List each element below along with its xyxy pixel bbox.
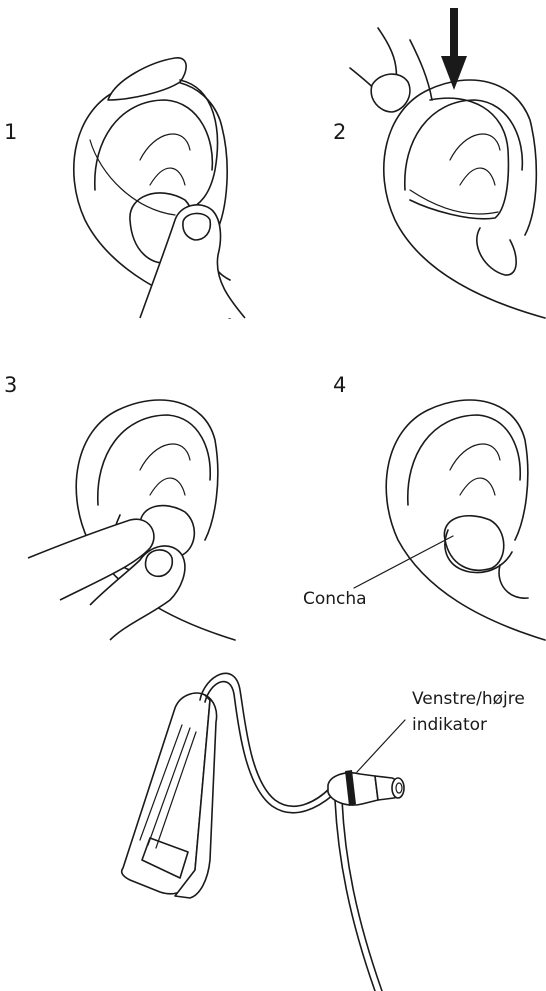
step-2-number: 2 <box>333 120 346 144</box>
step-2-helix <box>405 100 523 190</box>
step-4-illustration: 4 Concha <box>303 373 545 640</box>
push-arrow-icon <box>441 56 467 90</box>
step-1-helix <box>95 100 213 190</box>
step-2-antihelix <box>450 134 500 185</box>
step-3-illustration: 3 <box>4 373 235 640</box>
receiver-wire <box>335 800 382 991</box>
step-3-antihelix <box>140 444 190 495</box>
step-2-earlobe <box>477 228 516 275</box>
step-2-illustration: 2 <box>333 8 545 318</box>
step-1-tube <box>180 80 217 212</box>
step-4-earlobe <box>499 565 528 598</box>
step-2-ear-outline <box>384 80 545 318</box>
hearing-aid-tube <box>200 673 330 806</box>
step-2-tube <box>410 98 508 219</box>
step-4-number: 4 <box>333 373 346 397</box>
indicator-label-line1: Venstre/højre <box>412 689 525 709</box>
push-arrow-shaft <box>450 8 458 60</box>
hearing-aid-device-illustration: Venstre/højre indikator <box>122 673 525 991</box>
step-3-helix <box>98 415 210 505</box>
step-2-fingertip <box>371 74 410 112</box>
step-1-illustration: 1 <box>4 58 245 318</box>
step-4-helix <box>408 415 520 505</box>
concha-label: Concha <box>303 589 367 609</box>
indicator-label-line2: indikator <box>412 715 487 735</box>
step-3-number: 3 <box>4 373 17 397</box>
concha-pointer-line <box>354 536 453 588</box>
step-4-antihelix <box>450 444 500 495</box>
step-1-antihelix <box>140 134 190 185</box>
step-4-ear-outline <box>386 400 545 640</box>
step-1-number: 1 <box>4 120 17 144</box>
step-1-hearing-aid-icon <box>108 58 186 100</box>
step-4-concha <box>444 516 503 570</box>
indicator-pointer-line <box>357 720 405 772</box>
